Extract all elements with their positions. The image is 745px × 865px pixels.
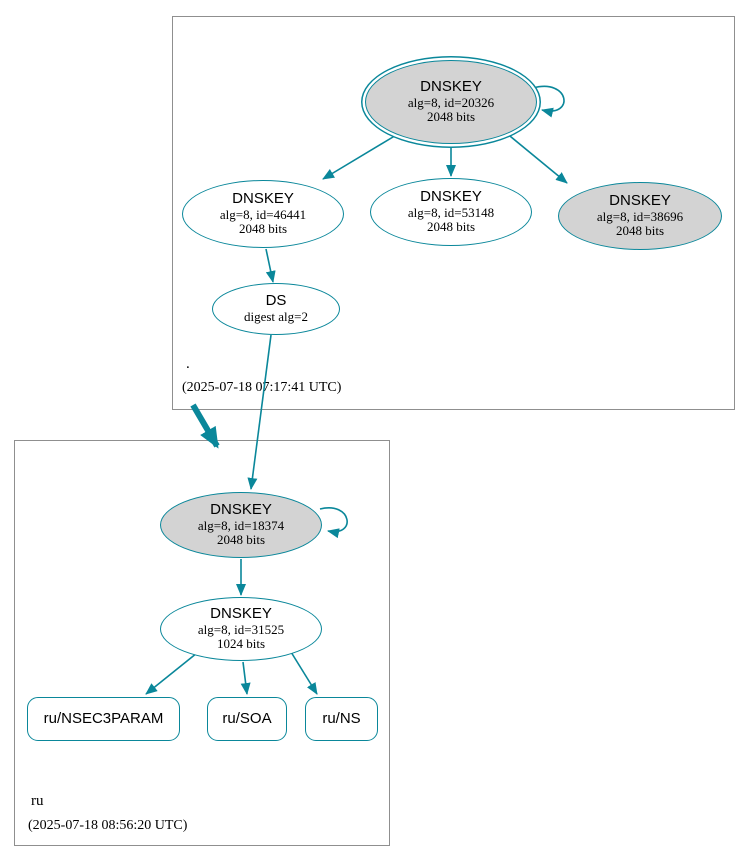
node-ds-root-ru[interactable]: DS digest alg=2 xyxy=(212,283,340,335)
node-rrset-soa[interactable]: ru/SOA xyxy=(207,697,287,741)
node-dnskey-31525[interactable]: DNSKEY alg=8, id=31525 1024 bits xyxy=(160,597,322,661)
node-detail: alg=8, id=31525 xyxy=(197,621,285,637)
node-detail: 2048 bits xyxy=(426,219,476,235)
node-dnskey-18374[interactable]: DNSKEY alg=8, id=18374 2048 bits xyxy=(160,492,322,558)
node-detail: 1024 bits xyxy=(216,636,266,652)
node-title: DNSKEY xyxy=(420,78,482,96)
node-title: DNSKEY xyxy=(210,501,272,519)
node-title: DNSKEY xyxy=(609,192,671,210)
node-dnskey-53148[interactable]: DNSKEY alg=8, id=53148 2048 bits xyxy=(370,178,532,246)
node-detail: alg=8, id=46441 xyxy=(219,206,307,222)
node-detail: 2048 bits xyxy=(238,221,288,237)
node-detail: alg=8, id=20326 xyxy=(407,94,495,110)
node-title: DNSKEY xyxy=(232,190,294,208)
node-dnskey-20326[interactable]: DNSKEY alg=8, id=20326 2048 bits xyxy=(365,60,537,144)
node-detail: 2048 bits xyxy=(216,532,266,548)
node-dnskey-38696[interactable]: DNSKEY alg=8, id=38696 2048 bits xyxy=(558,182,722,250)
zone-cluster-root xyxy=(172,16,735,410)
node-detail: digest alg=2 xyxy=(243,309,309,325)
zone-name-ru: ru xyxy=(31,793,44,809)
node-title: DNSKEY xyxy=(210,605,272,623)
node-detail: 2048 bits xyxy=(615,223,665,239)
node-title: DNSKEY xyxy=(420,188,482,206)
node-detail: alg=8, id=38696 xyxy=(596,208,684,224)
zone-timestamp-ru: (2025-07-18 08:56:20 UTC) xyxy=(28,818,188,833)
node-dnskey-46441[interactable]: DNSKEY alg=8, id=46441 2048 bits xyxy=(182,180,344,248)
rrset-label: ru/NS xyxy=(322,709,361,727)
rrset-label: ru/NSEC3PARAM xyxy=(43,709,164,727)
node-detail: 2048 bits xyxy=(426,109,476,125)
rrset-label: ru/SOA xyxy=(222,709,272,727)
zone-timestamp-root: (2025-07-18 07:17:41 UTC) xyxy=(182,380,342,395)
node-rrset-ns[interactable]: ru/NS xyxy=(305,697,378,741)
node-detail: alg=8, id=18374 xyxy=(197,517,285,533)
node-title: DS xyxy=(265,292,287,310)
node-detail: alg=8, id=53148 xyxy=(407,204,495,220)
zone-name-root: . xyxy=(186,356,190,372)
node-rrset-nsec3param[interactable]: ru/NSEC3PARAM xyxy=(27,697,180,741)
